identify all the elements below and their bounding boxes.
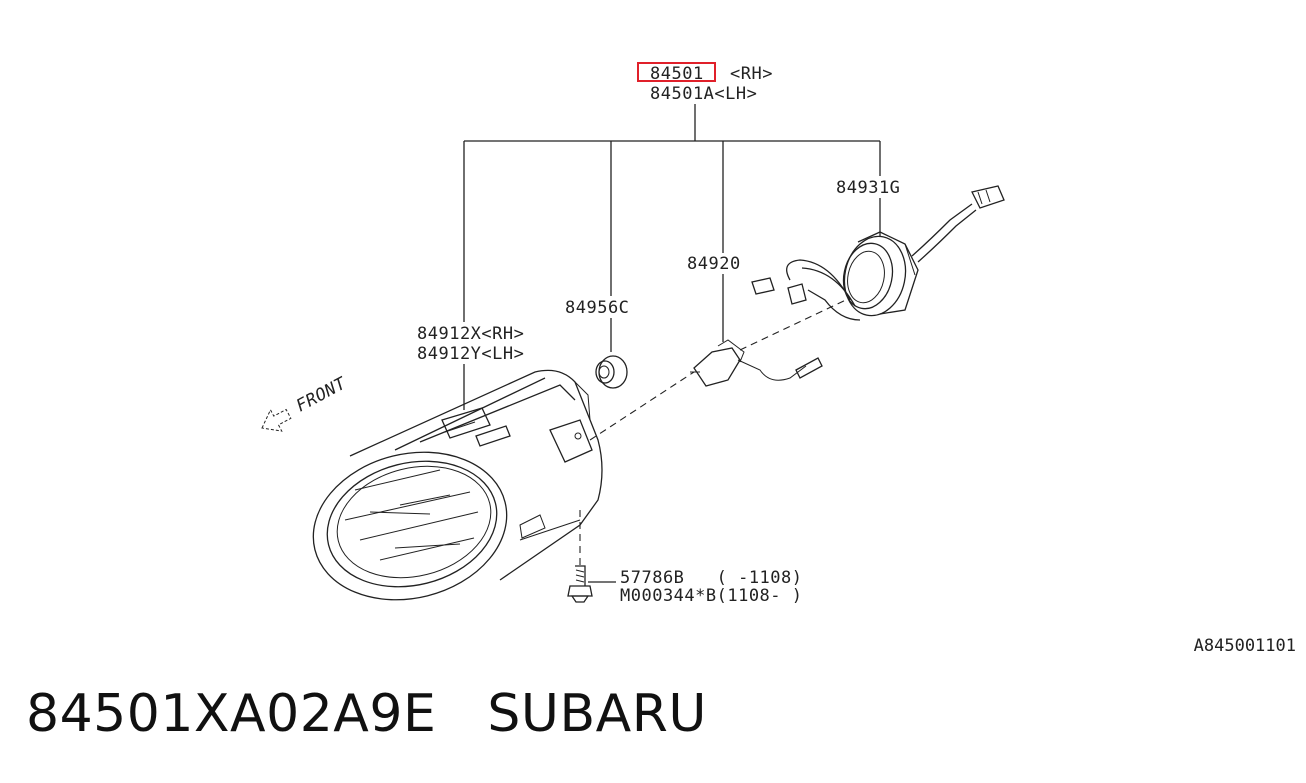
callout-grommet[interactable]: 84956C <box>565 298 629 318</box>
assembly-axis-line <box>589 371 695 441</box>
fog-lamp-housing <box>312 369 603 601</box>
leader-lines <box>463 104 881 583</box>
callout-bolt-b[interactable]: M000344*B(1108- ) <box>620 586 803 606</box>
callout-main-lh[interactable]: 84501A<LH> <box>650 84 757 104</box>
callout-main-rh-number[interactable]: 84501 <box>650 64 704 84</box>
callout-main-rh-side: <RH> <box>730 64 773 84</box>
bolt-part <box>567 565 593 603</box>
socket-harness-part <box>751 185 1005 321</box>
highlight-box[interactable] <box>637 62 716 82</box>
callout-socket[interactable]: 84931G <box>836 178 900 198</box>
callout-lens-rh[interactable]: 84912X<RH> <box>417 324 524 344</box>
callout-lens-lh[interactable]: 84912Y<LH> <box>417 344 524 364</box>
callout-bolt-a[interactable]: 57786B ( -1108) <box>620 568 803 588</box>
front-arrow-icon <box>261 408 292 432</box>
page-caption: 84501XA02A9E SUBARU <box>26 684 707 744</box>
bulb-part <box>690 339 823 387</box>
diagram-reference-code: A845001101 <box>1193 636 1296 656</box>
front-label: FRONT <box>293 373 351 416</box>
grommet-part <box>595 355 628 389</box>
caption-brand: SUBARU <box>487 684 707 744</box>
caption-part-number: 84501XA02A9E <box>26 684 437 744</box>
callout-bulb[interactable]: 84920 <box>687 254 741 274</box>
